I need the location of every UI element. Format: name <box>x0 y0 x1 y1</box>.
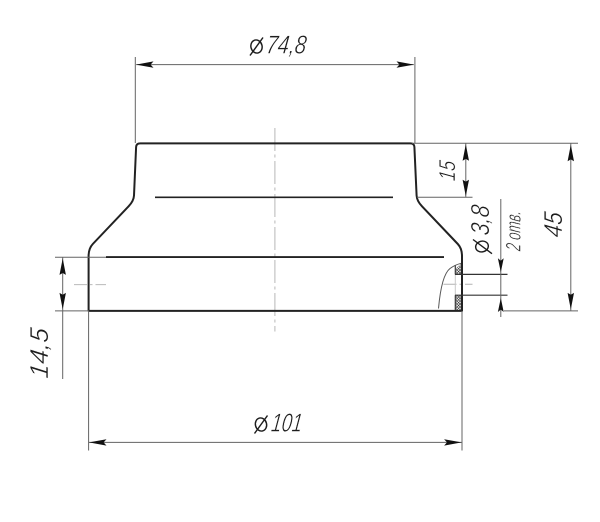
svg-text:15: 15 <box>434 159 460 182</box>
svg-text:14,5: 14,5 <box>24 326 54 380</box>
svg-text:3,8: 3,8 <box>465 203 495 237</box>
svg-text:74,8: 74,8 <box>265 30 309 60</box>
svg-text:101: 101 <box>270 408 305 438</box>
svg-text:45: 45 <box>538 210 568 239</box>
svg-text:2 отв.: 2 отв. <box>503 209 526 252</box>
